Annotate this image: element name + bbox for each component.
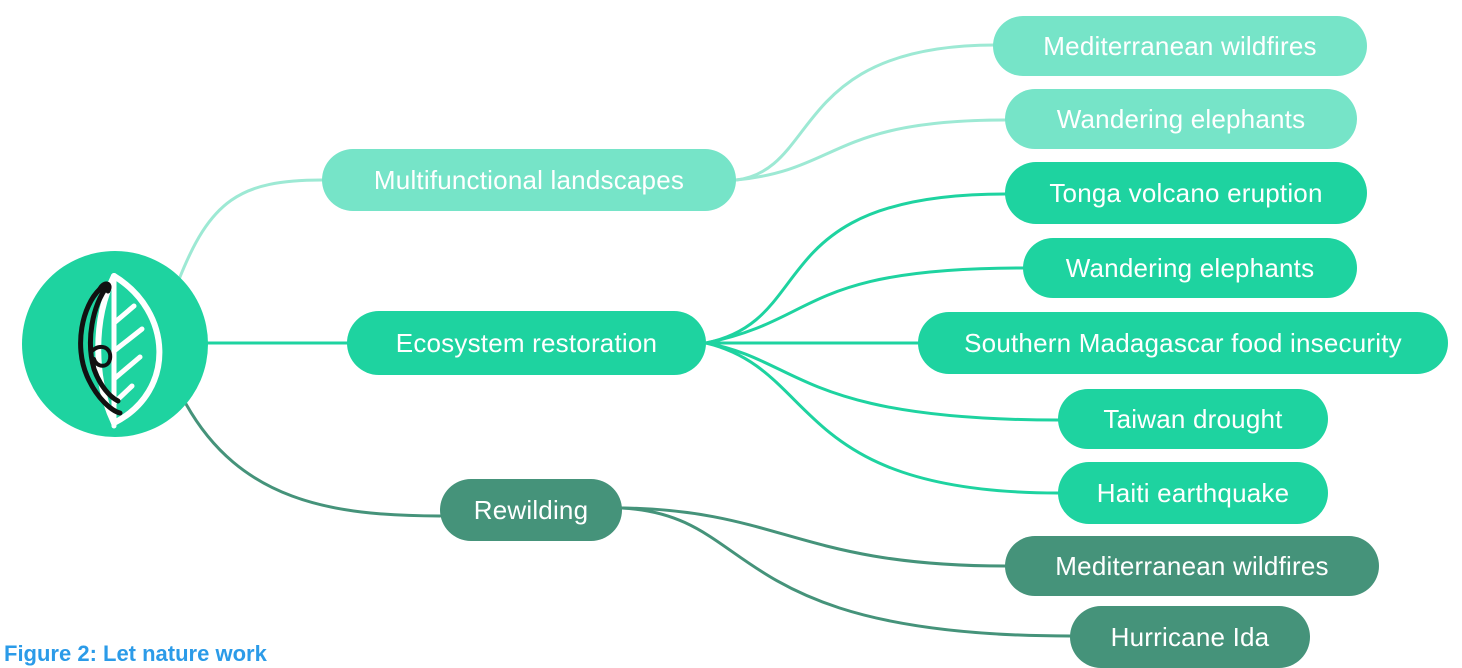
leaf-eco-taiwan-drought: Taiwan drought	[1058, 389, 1328, 449]
connector-eco-5	[704, 341, 1060, 495]
connector-eco-4	[704, 341, 1060, 422]
connector-eco-2	[704, 266, 1025, 345]
branch-rewilding: Rewilding	[440, 479, 622, 541]
hub-node	[22, 251, 208, 437]
figure-caption: Figure 2: Let nature work	[4, 641, 267, 666]
connector-eco-1	[704, 192, 1007, 345]
leaf-eco-madagascar: Southern Madagascar food insecurity	[918, 312, 1448, 374]
leaf-multi-mediterranean-wildfires: Mediterranean wildfires	[993, 16, 1367, 76]
leaf-eco-wandering-elephants: Wandering elephants	[1023, 238, 1357, 298]
connector-rew-1	[620, 506, 1007, 568]
branch-multifunctional-landscapes: Multifunctional landscapes	[322, 149, 736, 211]
connector-hub-rewilding	[184, 402, 442, 518]
connector-multi-2	[734, 118, 1007, 182]
connector-multi-1	[734, 43, 997, 182]
branch-ecosystem-restoration: Ecosystem restoration	[347, 311, 706, 375]
leaf-eco-tonga-volcano: Tonga volcano eruption	[1005, 162, 1367, 224]
leaf-eco-haiti-earthquake: Haiti earthquake	[1058, 462, 1328, 524]
leaf-rew-hurricane-ida: Hurricane Ida	[1070, 606, 1310, 668]
connector-hub-multifunctional	[176, 178, 324, 284]
leaf-logo-icon	[78, 273, 163, 429]
leaf-multi-wandering-elephants: Wandering elephants	[1005, 89, 1357, 149]
leaf-rew-mediterranean-wildfires: Mediterranean wildfires	[1005, 536, 1379, 596]
connector-rew-2	[620, 506, 1072, 638]
